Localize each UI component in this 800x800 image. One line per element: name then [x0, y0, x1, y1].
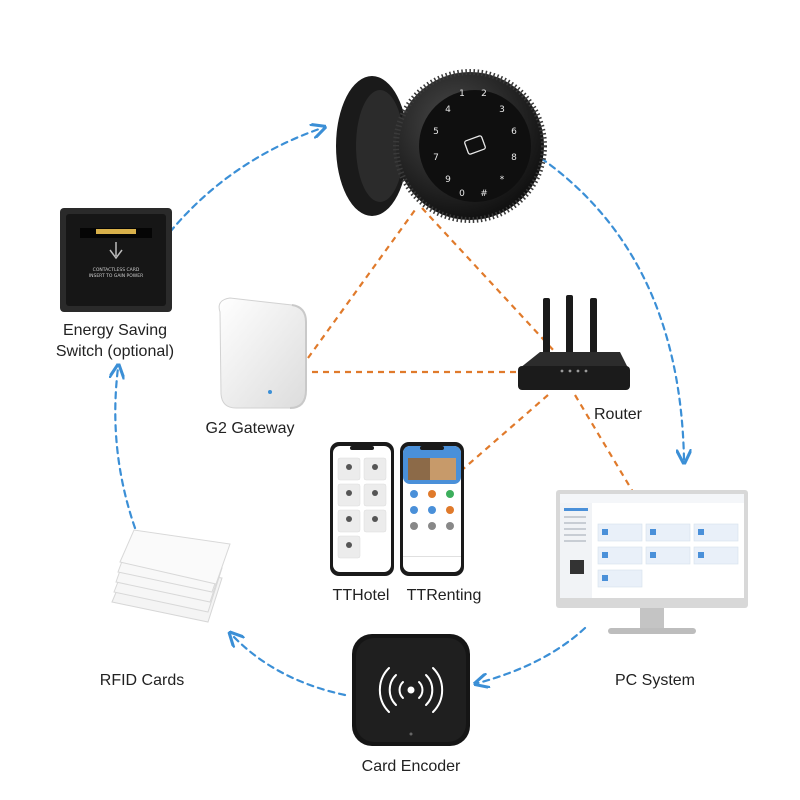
energy-switch-image: CONTACTLESS CARD INSERT TO GAIN POWER	[60, 208, 172, 312]
svg-text:3: 3	[499, 105, 505, 115]
svg-text:0: 0	[459, 189, 465, 199]
svg-text:1: 1	[459, 89, 465, 99]
tthotel-phone-image	[330, 442, 394, 576]
smart-lock-image: 1 2 3 4 5 6 7 8 9 * 0 #	[336, 69, 547, 223]
link-gateway-lock	[307, 209, 416, 359]
svg-text:7: 7	[433, 153, 439, 163]
svg-text:5: 5	[433, 127, 439, 137]
energy-switch-label-line2: Switch (optional)	[55, 343, 175, 360]
card-encoder-image	[352, 634, 470, 746]
energy-switch-label-line1: Energy Saving	[62, 322, 168, 339]
tthotel-label: TTHotel	[332, 587, 390, 604]
router-label: Router	[593, 406, 643, 423]
svg-text:#: #	[480, 189, 488, 199]
gateway-label: G2 Gateway	[205, 420, 295, 437]
svg-text:6: 6	[511, 127, 517, 137]
ttrenting-label: TTRenting	[406, 587, 482, 604]
flow-arrows	[115, 128, 684, 697]
svg-text:4: 4	[445, 105, 451, 115]
card-encoder-label: Card Encoder	[361, 758, 461, 775]
pc-monitor-image	[556, 490, 748, 634]
router-image	[518, 295, 630, 390]
card-icon	[464, 135, 486, 155]
svg-text:2: 2	[481, 89, 487, 99]
ttrenting-phone-image	[400, 442, 464, 576]
pc-system-label: PC System	[614, 672, 695, 689]
rfid-cards-label: RFID Cards	[99, 672, 185, 689]
gateway-image	[218, 297, 307, 409]
link-router-apps	[461, 394, 549, 471]
arrow-cards-to-switch	[115, 368, 137, 530]
switch-card-text-1: CONTACTLESS CARD	[93, 267, 140, 273]
arrow-pc-to-encoder	[478, 626, 587, 683]
link-lock-router	[421, 207, 556, 353]
arrow-lock-to-pc	[530, 150, 684, 460]
svg-text:9: 9	[445, 175, 451, 185]
svg-text:8: 8	[511, 153, 517, 163]
energy-switch-label: Energy Saving Switch (optional)	[30, 320, 200, 362]
rfid-cards-image	[111, 529, 231, 623]
arrow-switch-to-lock	[168, 128, 322, 234]
svg-text:*: *	[500, 175, 505, 185]
arrow-encoder-to-cards	[232, 635, 347, 697]
keypad-digits: 1 2 3 4 5 6 7 8 9 * 0 #	[433, 89, 517, 199]
network-links	[307, 207, 634, 493]
switch-card-text-2: INSERT TO GAIN POWER	[89, 273, 143, 279]
link-router-pc	[574, 394, 634, 493]
